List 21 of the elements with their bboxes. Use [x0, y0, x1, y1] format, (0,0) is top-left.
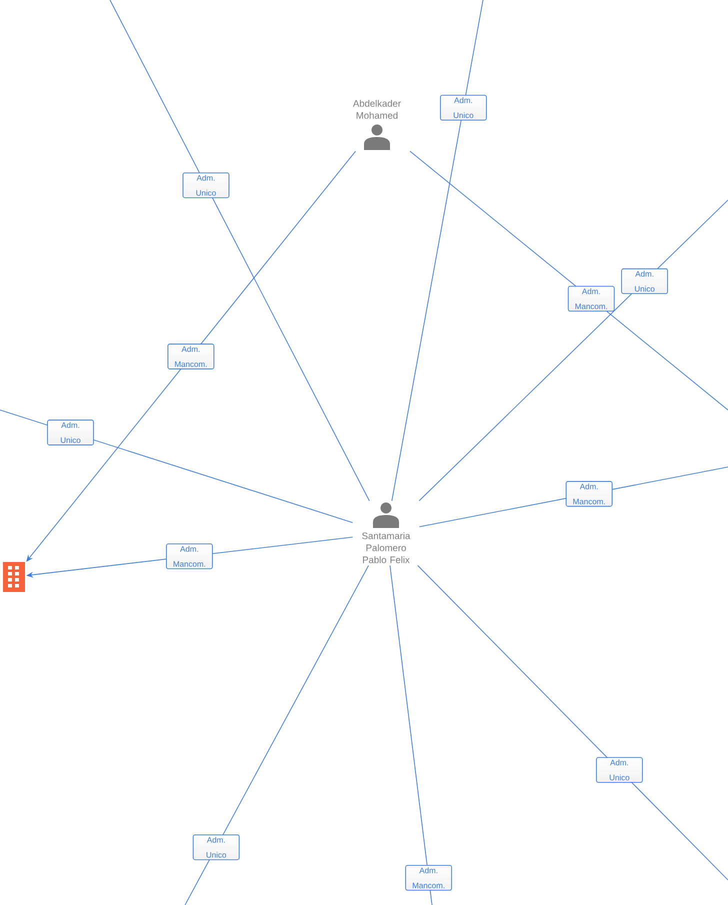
connector — [418, 200, 728, 502]
connector — [391, 0, 484, 502]
edge-label: Adm. Unico — [47, 420, 94, 446]
edge-label: Adm. Mancom. — [167, 344, 214, 370]
edge-label: Adm. Unico — [621, 268, 668, 294]
edge-label: Adm. Unico — [182, 172, 230, 198]
edge-label: Adm. Unico — [192, 834, 240, 860]
person-name: Santamaria Palomero Pablo Felix — [362, 532, 410, 564]
building-icon — [3, 562, 25, 592]
connector — [417, 565, 728, 880]
person-name: Abdelkader Mohamed — [352, 100, 401, 119]
edge-label: Adm. Mancom. — [568, 286, 615, 312]
edge-label: Adm. Unico — [596, 757, 643, 783]
connector — [110, 0, 370, 502]
connector — [410, 150, 728, 410]
connector — [390, 565, 432, 905]
edge-label: Adm. Unico — [440, 94, 487, 121]
connector — [184, 565, 369, 905]
edge-label: Adm. Mancom. — [566, 481, 613, 507]
edge-label: Adm. Mancom. — [405, 865, 452, 891]
edge-label: Adm. Mancom. — [166, 544, 213, 570]
